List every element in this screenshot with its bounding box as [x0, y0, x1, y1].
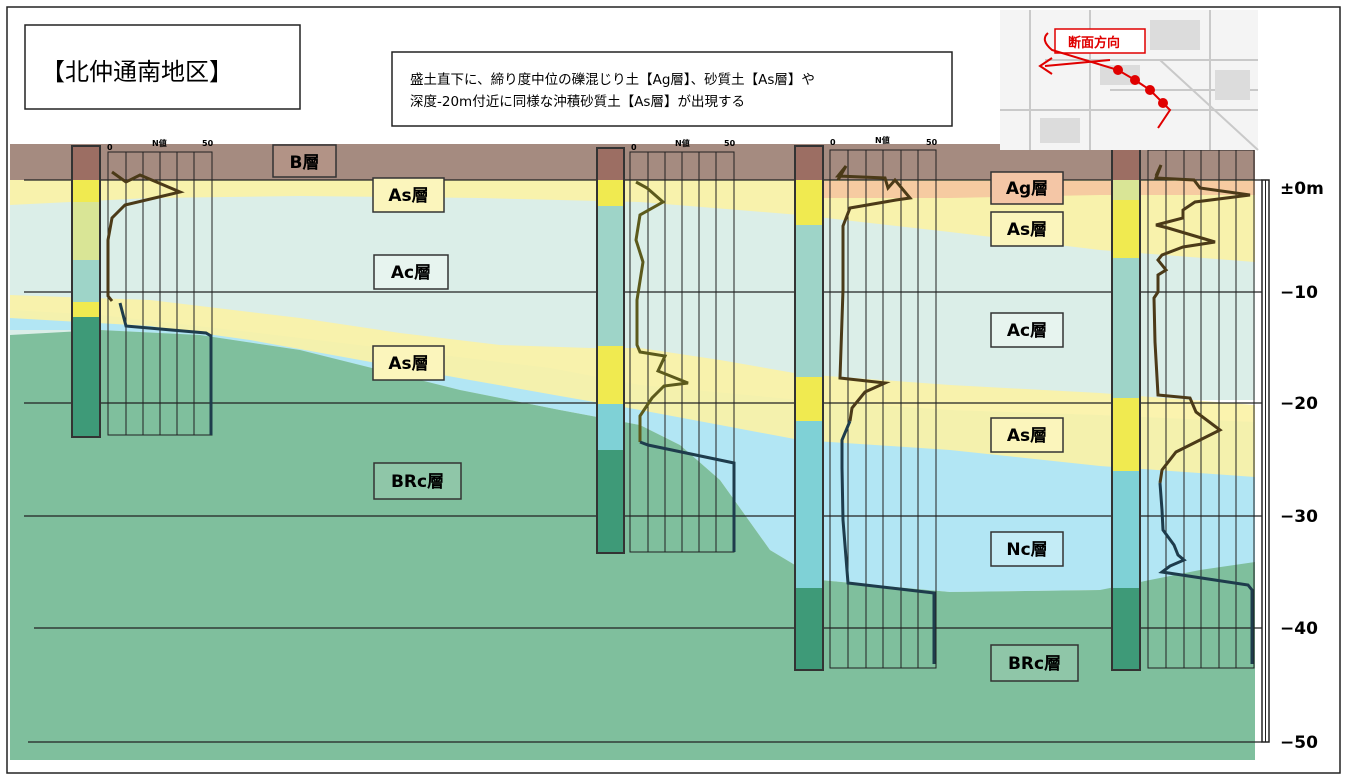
core-as	[72, 180, 100, 202]
note-line-2: 深度-20m付近に同様な沖積砂質土【As層】が出現する	[410, 94, 745, 110]
stratum-as-mid	[10, 295, 1255, 477]
core-brc	[1112, 588, 1140, 670]
layer-labels: B層 As層 Ac層 As層 BRc層 Ag層 As層 Ac層 As層 Nc層 …	[272, 144, 1079, 682]
core-nc	[795, 421, 823, 588]
depth-label-30: −30	[1280, 507, 1318, 527]
n-value-line-deep	[639, 440, 736, 552]
core-as	[1112, 398, 1140, 471]
svg-text:As層: As層	[1007, 426, 1047, 446]
core-b	[72, 146, 100, 180]
n-scale-title: N値	[152, 138, 167, 148]
svg-text:As層: As層	[388, 186, 428, 206]
core-ac	[597, 206, 624, 346]
svg-text:As層: As層	[388, 354, 428, 374]
core-as-pale	[1112, 180, 1140, 200]
borehole-1: 0 N値 50	[71, 138, 214, 438]
svg-text:Ac層: Ac層	[1007, 321, 1047, 341]
svg-text:Nc層: Nc層	[1006, 540, 1047, 560]
layer-label-brc-right: BRc層	[990, 644, 1079, 682]
layer-label-as-upper: As層	[372, 177, 445, 213]
core-as	[795, 377, 823, 421]
core-as	[597, 346, 624, 404]
core-b	[795, 146, 823, 180]
borehole-point	[1130, 75, 1140, 85]
layer-label-as-mid: As層	[372, 345, 445, 381]
core-brc	[795, 588, 823, 670]
n-scale-title: N値	[875, 135, 890, 145]
n-value-line-deep	[118, 302, 213, 435]
core-outline	[71, 145, 101, 438]
n-scale-max: 50	[202, 139, 214, 148]
borehole-3: 0 N値 50	[794, 135, 938, 671]
core-as	[72, 302, 100, 317]
svg-text:BRc層: BRc層	[1008, 654, 1061, 674]
direction-label-box	[1054, 28, 1146, 54]
borehole-point	[1145, 85, 1155, 95]
note-line-1: 盛土直下に、締り度中位の礫混じり土【Ag層】、砂質土【As層】や	[410, 71, 815, 88]
n-scale-min: 0	[830, 138, 836, 147]
core-b	[597, 148, 624, 180]
n-scale-min: 0	[107, 143, 113, 152]
title-box: 【北仲通南地区】	[24, 24, 301, 110]
n-scale-max: 50	[926, 138, 938, 147]
layer-label-nc-right: Nc層	[990, 531, 1064, 567]
stratum-brc	[10, 330, 1255, 760]
svg-text:BRc層: BRc層	[391, 472, 444, 492]
n-value-grid	[107, 151, 213, 436]
core-as-pale	[72, 202, 100, 260]
page-title: 【北仲通南地区】	[41, 58, 233, 86]
core-ac	[72, 260, 100, 302]
n-value-line-deep	[840, 420, 936, 664]
layer-label-b: B層	[272, 144, 337, 178]
inset-map: 断面方向	[1000, 10, 1259, 151]
n-value-line-upper	[834, 165, 913, 422]
core-nc	[1112, 471, 1140, 588]
svg-text:B層: B層	[290, 153, 320, 173]
svg-text:Ac層: Ac層	[391, 263, 431, 283]
layer-label-ag-right: Ag層	[990, 171, 1064, 205]
svg-text:Ag層: Ag層	[1006, 179, 1048, 199]
layer-label-ac-right: Ac層	[990, 312, 1064, 348]
n-value-line-upper	[1152, 164, 1251, 484]
depth-label-20: −20	[1280, 394, 1318, 414]
depth-label-50: −50	[1280, 733, 1318, 753]
borehole-point	[1158, 98, 1168, 108]
n-value-line-upper	[106, 170, 185, 302]
depth-label-0: ±0m	[1280, 179, 1324, 199]
n-value-line-upper	[634, 180, 689, 442]
core-outline	[794, 145, 824, 671]
stratum-as-upper	[10, 180, 1255, 262]
note-box: 盛土直下に、締り度中位の礫混じり土【Ag層】、砂質土【As層】や 深度-20m付…	[391, 51, 953, 127]
core-ac	[795, 225, 823, 377]
svg-text:As層: As層	[1007, 220, 1047, 240]
core-b	[1112, 147, 1140, 180]
core-brc	[72, 317, 100, 437]
n-scale-max: 50	[724, 139, 736, 148]
depth-label-10: −10	[1280, 283, 1318, 303]
layer-label-ac-left: Ac層	[373, 254, 449, 290]
depth-axis: ±0m −10 −20 −30 −40 −50	[1261, 179, 1324, 753]
direction-arrow	[1038, 57, 1111, 75]
core-as	[1112, 200, 1140, 258]
layer-label-brc-left: BRc層	[373, 462, 462, 500]
core-outline	[596, 147, 625, 554]
layer-label-as-right-lower: As層	[990, 417, 1064, 453]
core-as	[795, 180, 823, 225]
core-nc	[597, 404, 624, 450]
n-scale-title: N値	[675, 138, 690, 148]
core-as	[597, 180, 624, 206]
depth-label-40: −40	[1280, 619, 1318, 639]
stratum-nc	[10, 310, 1255, 600]
core-brc	[597, 450, 624, 553]
layer-label-as-right-upper: As層	[990, 211, 1064, 247]
n-value-line-deep	[1158, 482, 1254, 664]
borehole-point	[1113, 65, 1123, 75]
borehole-2: 0 N値 50	[596, 138, 736, 554]
core-ac	[1112, 258, 1140, 398]
n-scale-min: 0	[631, 143, 637, 152]
direction-label: 断面方向	[1068, 35, 1120, 51]
